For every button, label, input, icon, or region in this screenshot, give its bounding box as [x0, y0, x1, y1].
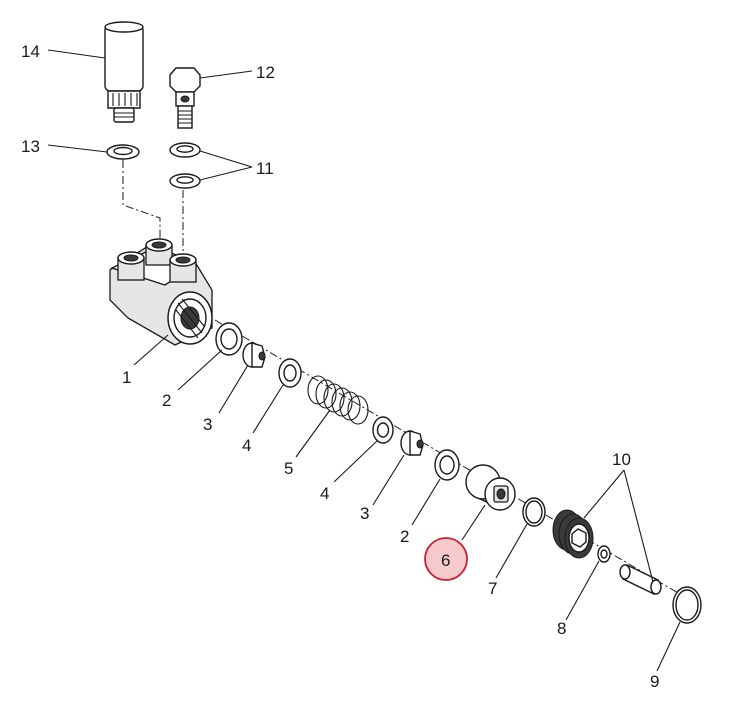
part-3-valve-seat-upper[interactable]: [242, 342, 266, 368]
callout-12[interactable]: 12: [256, 63, 275, 82]
callout-2-upper[interactable]: 2: [162, 391, 171, 410]
callout-2-lower[interactable]: 2: [400, 527, 409, 546]
part-1-valve-body[interactable]: [109, 238, 213, 346]
part-14-sensor[interactable]: [104, 21, 144, 123]
callout-3-upper[interactable]: 3: [203, 415, 212, 434]
callout-10[interactable]: 10: [612, 450, 631, 469]
callout-4-lower[interactable]: 4: [320, 484, 329, 503]
part-6-cap[interactable]: [465, 464, 516, 511]
callout-11[interactable]: 11: [256, 159, 274, 178]
part-7-o-ring[interactable]: [522, 497, 546, 527]
callout-6[interactable]: 6: [441, 551, 450, 570]
callout-4-upper[interactable]: 4: [242, 436, 251, 455]
callout-8[interactable]: 8: [557, 619, 566, 638]
callout-13[interactable]: 13: [21, 137, 40, 156]
part-12-banjo-bolt[interactable]: [169, 67, 201, 129]
callout-3-lower[interactable]: 3: [360, 504, 369, 523]
callout-7[interactable]: 7: [488, 579, 497, 598]
callout-labels: 14 12 13 11 1 2 3 4 5 4 3 2 10 6 7 8 9: [21, 42, 659, 691]
part-9-o-ring[interactable]: [672, 586, 702, 624]
callout-5[interactable]: 5: [284, 459, 293, 478]
highlight-circle: [424, 537, 468, 581]
part-4-washer-lower[interactable]: [372, 416, 394, 444]
part-2-ring-lower[interactable]: [434, 449, 460, 481]
part-10-fitting-assembly[interactable]: [552, 509, 662, 595]
part-11-washers[interactable]: [169, 142, 201, 189]
callout-1[interactable]: 1: [122, 368, 131, 387]
part-3-valve-seat-lower[interactable]: [400, 430, 424, 456]
leader-lines: [47, 49, 681, 672]
part-2-ring-upper[interactable]: [215, 322, 243, 356]
part-4-washer-upper[interactable]: [278, 358, 302, 388]
callout-14[interactable]: 14: [21, 42, 40, 61]
part-13-washer[interactable]: [106, 144, 140, 160]
callout-9[interactable]: 9: [650, 672, 659, 691]
part-5-spring[interactable]: [307, 375, 369, 425]
part-8-small-o-ring[interactable]: [597, 545, 611, 563]
